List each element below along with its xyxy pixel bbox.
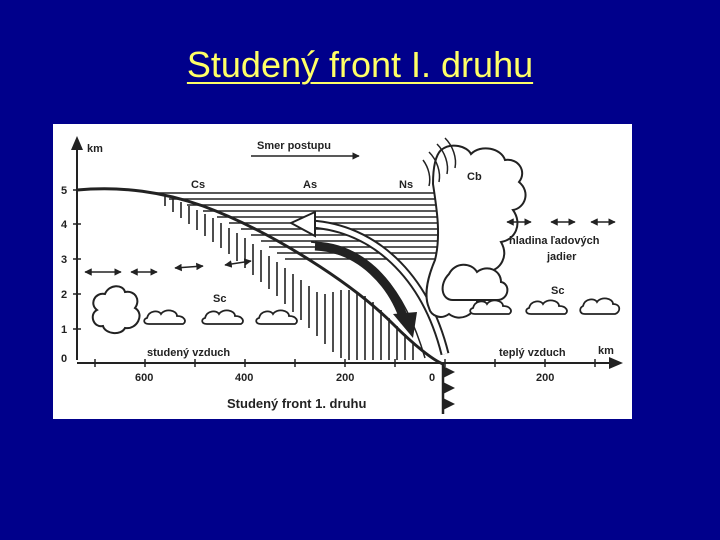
y-tick-0: 0	[61, 353, 67, 365]
sc-label-left: Sc	[213, 293, 226, 305]
warm-air-flow-arrow	[310, 219, 450, 356]
x-axis-ticks: 600 400 200 0 200	[135, 372, 554, 384]
x-tick-200: 200	[336, 372, 354, 384]
cumulus-cloud-right	[441, 263, 509, 301]
slide-title: Studený front I. druhu	[186, 44, 534, 85]
diagram-caption: Studený front 1. druhu	[227, 396, 366, 411]
x-axis-unit: km	[598, 345, 614, 357]
frontal-surface	[76, 187, 444, 366]
y-tick-3: 3	[61, 254, 67, 266]
warm-air-outer-arrow	[310, 241, 426, 359]
stratocumulus-right	[469, 297, 621, 315]
y-tick-5: 5	[61, 185, 67, 197]
ice-level-label-line1: hladina ľadových	[509, 235, 600, 247]
cold-air-flow-arrow	[314, 241, 410, 324]
y-tick-4: 4	[61, 219, 68, 231]
cold-air-hatching	[164, 196, 414, 360]
y-axis-arrow-icon	[71, 136, 83, 150]
warm-air-label: teplý vzduch	[499, 347, 566, 359]
y-axis-ticks: 5 4 3 2 1 0	[61, 185, 81, 365]
x-tick-400: 400	[235, 372, 253, 384]
stratocumulus-left	[143, 309, 298, 325]
cb-label: Cb	[467, 171, 482, 183]
cold-front-diagram: km 5 4 3 2 1 0 600 400 200 0 200 km Smer…	[53, 124, 632, 419]
warm-air-flow-arrowhead-icon	[288, 210, 316, 238]
ns-label: Ns	[399, 179, 413, 191]
x-tick-200-right: 200	[536, 372, 554, 384]
cumulus-cloud-left	[91, 285, 141, 334]
warm-air-hatching	[153, 192, 445, 260]
y-axis-unit: km	[87, 143, 103, 155]
x-axis-tick-marks	[94, 359, 596, 367]
cold-air-motion-arrows	[84, 258, 252, 276]
x-axis-arrow-icon	[609, 357, 623, 369]
sc-label-right: Sc	[551, 285, 564, 297]
cs-label: Cs	[191, 179, 205, 191]
y-tick-2: 2	[61, 289, 67, 301]
x-tick-600: 600	[135, 372, 153, 384]
cold-air-label: studený vzduch	[147, 347, 230, 359]
as-label: As	[303, 179, 317, 191]
cold-front-triangles	[443, 366, 455, 410]
y-tick-1: 1	[61, 324, 67, 336]
direction-label: Smer postupu	[257, 140, 331, 152]
ice-level-label-line2: jadier	[546, 251, 577, 263]
x-tick-0: 0	[429, 372, 435, 384]
